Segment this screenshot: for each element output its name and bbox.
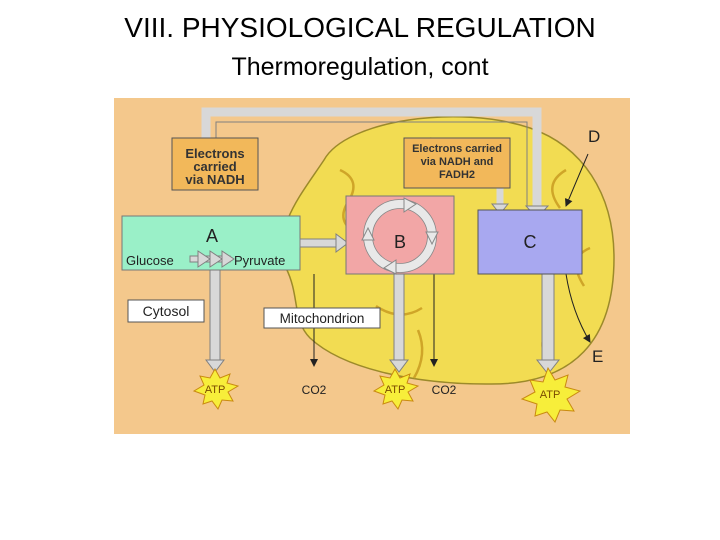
electrons-nadh-line3: via NADH bbox=[185, 172, 244, 187]
label-d: D bbox=[588, 127, 600, 146]
atp-starburst-3: ATP bbox=[520, 366, 582, 423]
cytosol-label: Cytosol bbox=[143, 303, 190, 319]
pyruvate-label: Pyruvate bbox=[234, 253, 285, 268]
electrons-nadh-line1: Electrons bbox=[185, 146, 244, 161]
atp-label-3: ATP bbox=[540, 389, 561, 401]
atp-starburst-2: ATP bbox=[372, 367, 420, 410]
glycolysis-arrows bbox=[189, 250, 235, 268]
arrow-e bbox=[565, 273, 591, 343]
electrons-nadh-fadh-line2: via NADH and bbox=[421, 156, 494, 168]
mitochondrion-label: Mitochondrion bbox=[280, 311, 365, 326]
box-c-label: C bbox=[524, 232, 537, 252]
glucose-label: Glucose bbox=[126, 253, 174, 268]
electrons-nadh-fadh-box bbox=[403, 137, 511, 189]
atp-starburst-1: ATP bbox=[192, 367, 240, 410]
down-arrows bbox=[205, 269, 561, 375]
electrons-nadh-fadh-line1: Electrons carried bbox=[412, 143, 502, 155]
co2-label-2: CO2 bbox=[432, 383, 457, 397]
box-b-label: B bbox=[394, 232, 406, 252]
electrons-nadh-box bbox=[171, 137, 259, 191]
atp-label-2: ATP bbox=[385, 384, 406, 396]
atp-label-1: ATP bbox=[205, 384, 226, 396]
nadh-fadh-arrowhead bbox=[490, 203, 510, 215]
label-e: E bbox=[592, 347, 603, 366]
a-to-b-arrow bbox=[299, 238, 339, 248]
mitochondrion-box bbox=[263, 307, 381, 329]
slide-subtitle: Thermoregulation, cont bbox=[231, 53, 489, 81]
krebs-cycle-arrowheads bbox=[361, 197, 439, 275]
a-to-b-arrowhead bbox=[335, 233, 349, 253]
top-loop-arrow bbox=[201, 107, 542, 208]
electrons-nadh-line2: carried bbox=[193, 159, 236, 174]
cellular-respiration-diagram: Electrons carried via NADH Electrons car… bbox=[114, 98, 630, 434]
cytosol-box bbox=[127, 299, 205, 323]
slide-title: VIII. PHYSIOLOGICAL REGULATION bbox=[124, 12, 596, 43]
box-a-label: A bbox=[206, 226, 218, 246]
electrons-nadh-fadh-line3: FADH2 bbox=[439, 169, 475, 181]
box-c bbox=[477, 209, 583, 275]
arrow-d bbox=[565, 153, 589, 207]
co2-label-1: CO2 bbox=[302, 383, 327, 397]
